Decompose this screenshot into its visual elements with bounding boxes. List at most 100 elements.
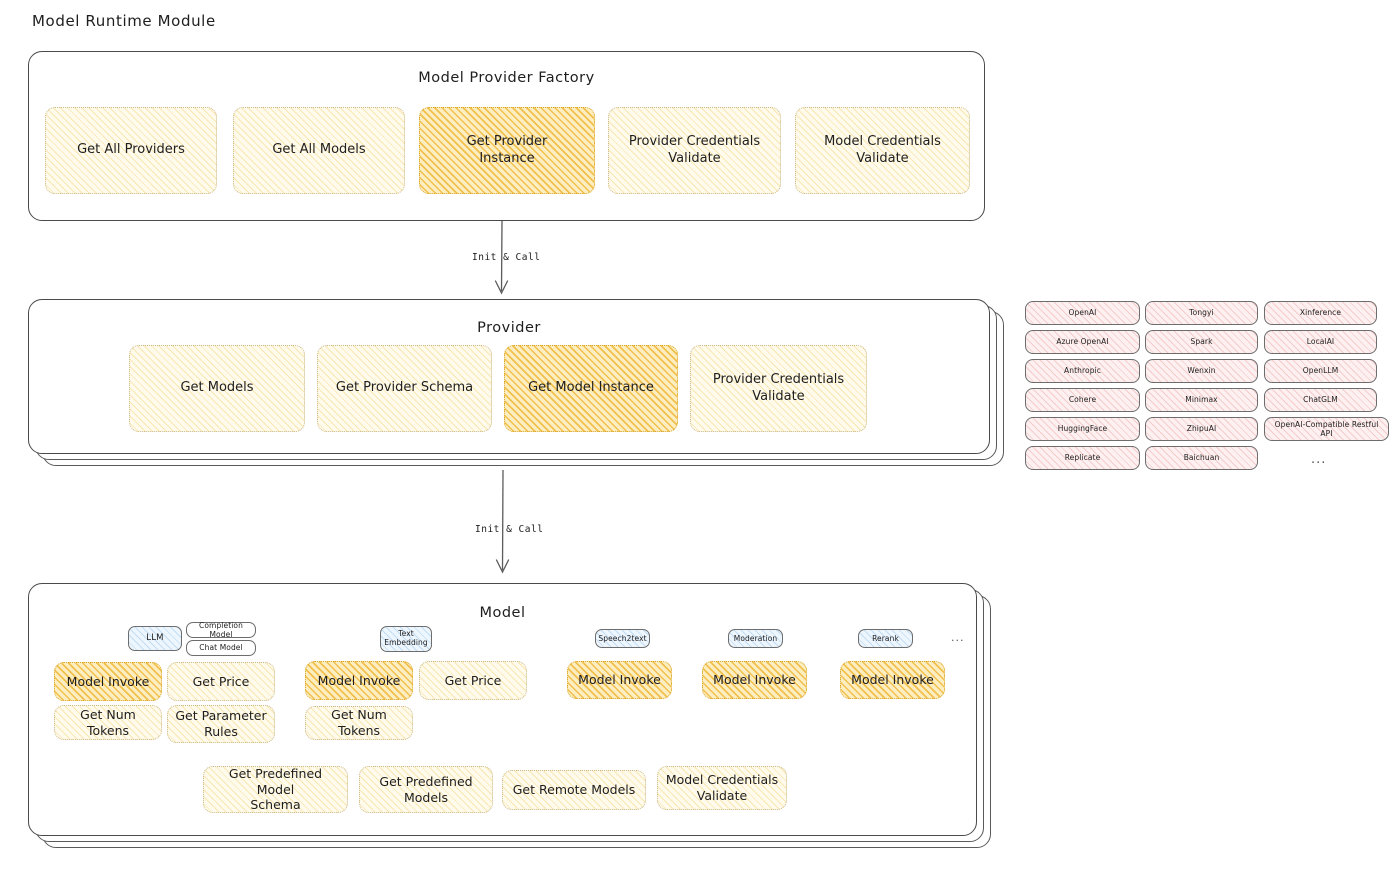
node-label: Model Invoke: [578, 672, 661, 688]
provider-tag-label: Tongyi: [1189, 308, 1214, 318]
provider-tag[interactable]: Azure OpenAI: [1025, 330, 1140, 354]
provider-tag[interactable]: ChatGLM: [1264, 388, 1377, 412]
node-get-provider-schema[interactable]: Get Provider Schema: [317, 345, 492, 432]
provider-tag-label: Cohere: [1068, 395, 1097, 405]
provider-tag[interactable]: Minimax: [1145, 388, 1258, 412]
provider-tag-label: OpenAI: [1068, 308, 1097, 318]
provider-tag-label: HuggingFace: [1057, 424, 1108, 434]
factory-title: Model Provider Factory: [418, 70, 595, 86]
node-embedding-get-price[interactable]: Get Price: [419, 661, 527, 700]
node-label: Get All Models: [272, 142, 366, 158]
provider-tag[interactable]: LocalAI: [1264, 330, 1377, 354]
tag-label: Completion Model: [199, 620, 243, 639]
node-label: Model Invoke: [713, 672, 796, 688]
node-llm-model-invoke[interactable]: Model Invoke: [54, 662, 162, 701]
provider-title: Provider: [477, 320, 541, 336]
node-get-remote-models[interactable]: Get Remote Models: [502, 770, 646, 810]
provider-tag-label: Baichuan: [1183, 453, 1220, 463]
node-speech2text-model-invoke[interactable]: Model Invoke: [567, 661, 672, 699]
node-moderation-model-invoke[interactable]: Model Invoke: [702, 661, 807, 699]
node-get-all-providers[interactable]: Get All Providers: [45, 107, 217, 194]
node-get-all-models[interactable]: Get All Models: [233, 107, 405, 194]
provider-tag-label: OpenLLM: [1302, 366, 1339, 376]
model-type-tag-rerank[interactable]: Rerank: [858, 629, 913, 648]
tag-label: Moderation: [733, 633, 778, 643]
node-embedding-model-invoke[interactable]: Model Invoke: [305, 661, 413, 700]
provider-tag-label: Anthropic: [1064, 366, 1101, 376]
node-llm-get-price[interactable]: Get Price: [167, 662, 275, 701]
tag-label: Chat Model: [199, 643, 243, 653]
node-label: Get Provider Schema: [335, 380, 474, 396]
provider-tag[interactable]: HuggingFace: [1025, 417, 1140, 441]
node-label: Get Models: [180, 380, 254, 396]
tag-label: Rerank: [872, 633, 899, 643]
model-subtag-completion-model[interactable]: Completion Model: [186, 620, 256, 639]
node-label: Get Num Tokens: [331, 707, 387, 738]
node-label: Model Invoke: [317, 672, 401, 688]
node-label: Get Price: [192, 673, 250, 689]
provider-tag-label: Spark: [1190, 337, 1213, 347]
provider-tag-label: LocalAI: [1306, 337, 1335, 347]
provider-tag[interactable]: Baichuan: [1145, 446, 1258, 470]
node-label: Get Num Tokens: [80, 706, 136, 738]
connector-label-init-call-1: Init & Call: [472, 252, 541, 263]
connector-provider-to-model: [495, 470, 510, 574]
provider-tag-label: Replicate: [1064, 453, 1101, 463]
tag-label: Speech2text: [598, 633, 647, 643]
provider-tag[interactable]: ZhipuAI: [1145, 417, 1258, 441]
provider-tag[interactable]: Cohere: [1025, 388, 1140, 412]
provider-tag[interactable]: OpenLLM: [1264, 359, 1377, 383]
provider-tag-label: ZhipuAI: [1186, 424, 1217, 434]
provider-tag-label: ChatGLM: [1303, 395, 1338, 405]
node-label: Model Invoke: [851, 672, 934, 688]
provider-tag[interactable]: Wenxin: [1145, 359, 1258, 383]
provider-tag-label: Azure OpenAI: [1056, 337, 1109, 347]
model-groups-more: ...: [951, 631, 965, 644]
node-label: Get Price: [444, 672, 502, 688]
model-type-tag-speech2text[interactable]: Speech2text: [595, 629, 650, 648]
provider-tag[interactable]: Tongyi: [1145, 301, 1258, 325]
model-subtag-chat-model[interactable]: Chat Model: [186, 640, 256, 656]
connector-label-init-call-2: Init & Call: [475, 524, 544, 535]
provider-tag-label: Minimax: [1185, 395, 1218, 405]
provider-tag[interactable]: Replicate: [1025, 446, 1140, 470]
provider-list-more: ...: [1311, 452, 1327, 467]
node-rerank-model-invoke[interactable]: Model Invoke: [840, 661, 945, 699]
provider-tag-label: Wenxin: [1187, 366, 1216, 376]
node-get-models[interactable]: Get Models: [129, 345, 305, 432]
provider-tag-label: OpenAI-Compatible Restful API: [1274, 419, 1379, 438]
node-label: Get Remote Models: [512, 782, 636, 798]
page-title: Model Runtime Module: [32, 12, 216, 30]
node-label: Get All Providers: [77, 142, 185, 158]
connector-factory-to-provider: [494, 221, 509, 295]
node-embedding-get-num-tokens[interactable]: Get Num Tokens: [305, 706, 413, 740]
provider-tag[interactable]: OpenAI: [1025, 301, 1140, 325]
provider-tag[interactable]: Xinference: [1264, 301, 1377, 325]
node-llm-get-num-tokens[interactable]: Get Num Tokens: [54, 705, 162, 740]
provider-tag[interactable]: OpenAI-Compatible Restful API: [1264, 417, 1389, 441]
model-type-tag-llm[interactable]: LLM: [128, 626, 182, 651]
node-get-model-instance[interactable]: Get Model Instance: [504, 345, 678, 432]
provider-tag[interactable]: Anthropic: [1025, 359, 1140, 383]
model-title: Model: [479, 605, 526, 621]
model-type-tag-moderation[interactable]: Moderation: [728, 629, 783, 648]
provider-tag[interactable]: Spark: [1145, 330, 1258, 354]
